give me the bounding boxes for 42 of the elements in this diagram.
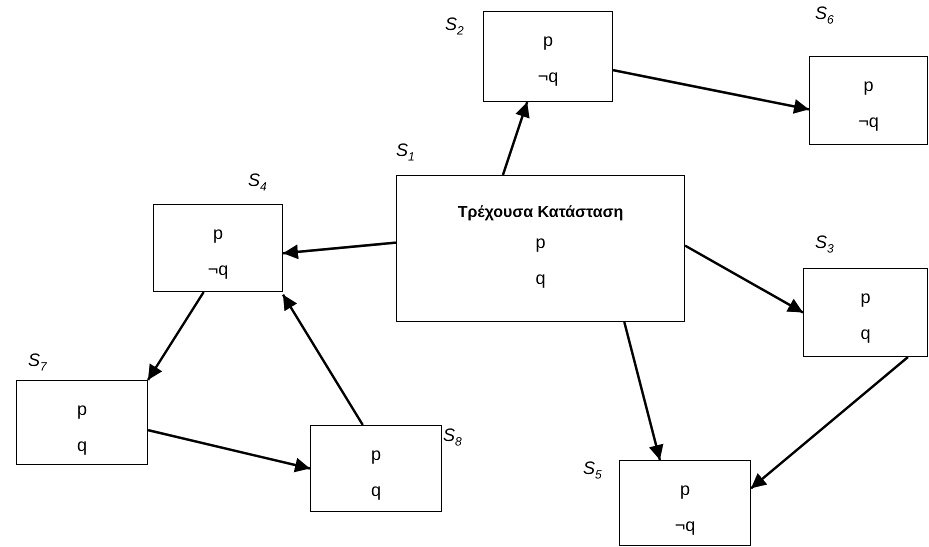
arrow xyxy=(146,291,205,381)
proposition-label: p xyxy=(863,74,874,97)
arrow xyxy=(612,68,810,114)
state-name: S$_{6}$ xyxy=(815,3,834,27)
state-name: S$_{4}$ xyxy=(248,170,267,194)
arrow xyxy=(282,294,364,426)
proposition-label: q xyxy=(76,434,87,457)
proposition-label: ¬q xyxy=(208,258,228,281)
proposition-label: q xyxy=(370,479,381,502)
state-name: S$_{1}$ xyxy=(396,140,415,164)
state-box xyxy=(483,11,613,102)
arrow xyxy=(282,241,396,260)
state-box xyxy=(809,56,928,145)
arrow xyxy=(148,428,310,472)
proposition-label: p xyxy=(535,231,546,254)
proposition-label: ¬q xyxy=(858,110,879,133)
proposition-label: ¬q xyxy=(538,65,558,88)
proposition-label: p xyxy=(542,29,553,52)
state-box xyxy=(153,204,283,292)
state-name: S$_{7}$ xyxy=(28,350,47,374)
state-box xyxy=(16,380,148,465)
state-name: S$_{2}$ xyxy=(445,14,464,38)
state-box xyxy=(396,175,685,322)
arrow xyxy=(684,244,804,314)
proposition-label: p xyxy=(370,443,381,466)
proposition-label: p xyxy=(680,478,690,501)
state-box xyxy=(619,460,751,546)
arrow xyxy=(502,102,530,176)
proposition-label: q xyxy=(860,322,870,345)
state-box xyxy=(310,425,442,512)
state-name: S$_{3}$ xyxy=(815,232,834,256)
proposition-label: ¬q xyxy=(674,514,696,537)
state-title: Τρέχουσα Κατάσταση xyxy=(458,203,624,223)
proposition-label: q xyxy=(535,267,546,290)
state-box xyxy=(803,268,928,357)
arrow xyxy=(623,322,664,460)
state-name: S$_{5}$ xyxy=(583,458,602,482)
proposition-label: p xyxy=(212,222,223,245)
proposition-label: p xyxy=(76,398,87,421)
proposition-label: p xyxy=(860,286,870,309)
arrow xyxy=(750,356,909,490)
state-name: S$_{8}$ xyxy=(443,425,462,449)
